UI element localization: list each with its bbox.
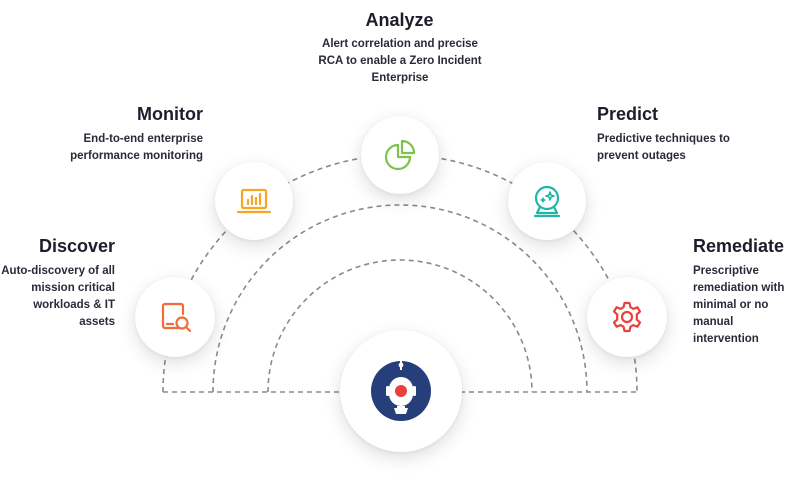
monitor-title: Monitor: [137, 104, 203, 124]
pie-chart-icon: [384, 139, 416, 171]
laptop-chart-icon: [236, 188, 272, 214]
robot-icon: [371, 361, 431, 421]
gear-icon: [612, 301, 642, 333]
predict-node[interactable]: [508, 162, 586, 240]
analyze-description: Alert correlation and precise RCA to ena…: [318, 38, 482, 84]
remediate-title: Remediate: [693, 236, 785, 256]
center-robot-node[interactable]: [340, 330, 462, 452]
monitor-node[interactable]: [215, 162, 293, 240]
crystal-ball-icon: [533, 185, 561, 218]
inner-arc: [267, 259, 533, 393]
middle-arc: [212, 204, 588, 393]
predict-title: Predict: [597, 104, 659, 124]
monitor-description: End-to-end enterprise performance monito…: [70, 133, 203, 162]
remediate-node[interactable]: [587, 277, 667, 357]
analyze-title: Analyze: [365, 10, 434, 30]
tablet-search-icon: [161, 302, 192, 333]
analyze-node[interactable]: [361, 116, 439, 194]
discover-description: Auto-discovery of all mission critical w…: [1, 265, 115, 328]
remediate-description: Prescriptive remediation with minimal or…: [693, 265, 785, 345]
predict-description: Predictive techniques to prevent outages: [597, 133, 730, 162]
discover-node[interactable]: [135, 277, 215, 357]
discover-title: Discover: [38, 236, 115, 256]
